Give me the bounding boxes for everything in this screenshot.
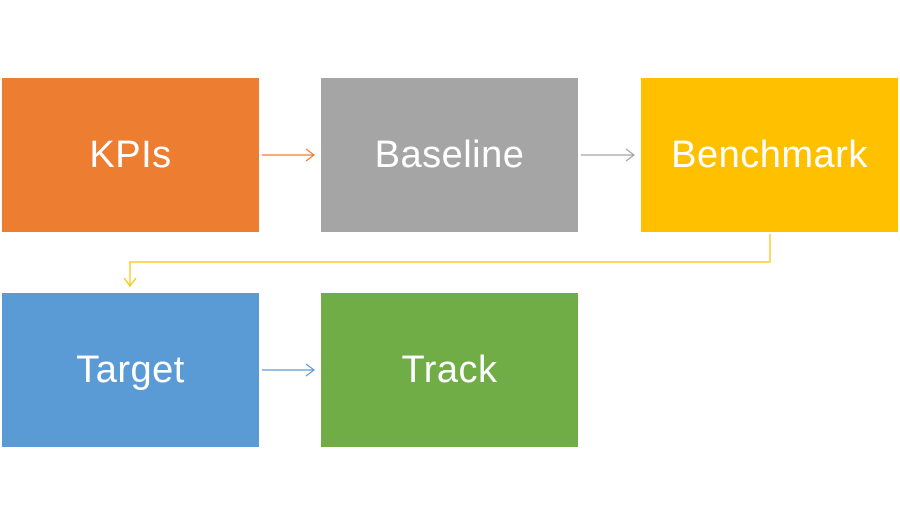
step-track-label: Track [401,348,498,391]
step-kpis-label: KPIs [89,133,172,176]
step-target: Target [2,293,259,447]
step-track: Track [321,293,578,447]
step-kpis: KPIs [2,78,259,232]
step-baseline-label: Baseline [374,133,525,176]
step-target-label: Target [76,348,185,391]
arrow-benchmark-to-target [123,234,771,287]
arrow-baseline-to-benchmark [581,148,635,162]
arrow-kpis-to-baseline [262,148,315,162]
step-baseline: Baseline [321,78,578,232]
arrow-target-to-track [262,363,315,377]
step-benchmark: Benchmark [641,78,898,232]
step-benchmark-label: Benchmark [671,133,868,176]
